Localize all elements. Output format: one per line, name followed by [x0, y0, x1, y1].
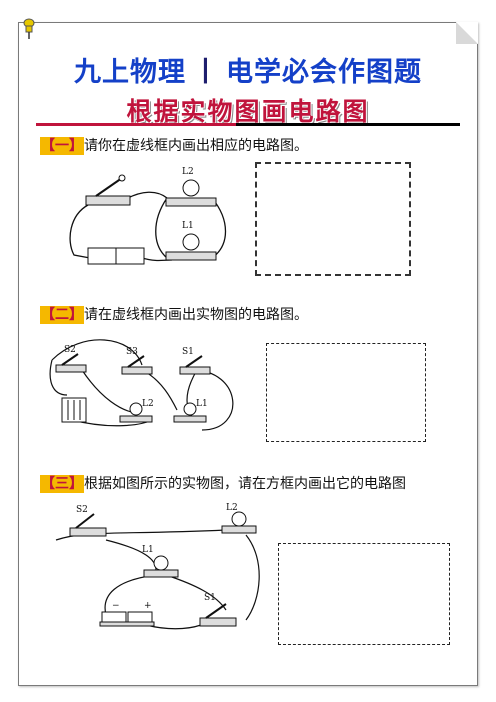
switch-s3: S3 — [121, 347, 153, 375]
question-2-text: 请在虚线框内画出实物图的电路图。 — [84, 307, 308, 323]
question-1-tag: 【一】 — [40, 137, 84, 155]
label-lamp-l2: L2 — [226, 503, 238, 513]
lamp-l1: L1 — [165, 221, 217, 261]
title-part1: 九上物理 — [74, 57, 186, 88]
question-3-circuit-diagram: S2 L2 L1 − + S1 — [55, 503, 260, 630]
title-separator: 丨 — [192, 57, 220, 88]
switch-s2: S2 — [69, 505, 107, 537]
switch-1 — [85, 174, 131, 206]
battery-pack — [87, 247, 145, 265]
label-lamp-l1: L1 — [142, 545, 154, 555]
worksheet-title: 九上物理丨电学必会作图题 — [0, 50, 496, 89]
lamp-l2: L2 — [221, 503, 257, 534]
label-lamp-l2: L2 — [142, 399, 154, 409]
label-switch-s2: S2 — [76, 505, 88, 515]
label-switch-s3: S3 — [126, 347, 138, 357]
worksheet-subtitle: 根据实物图画电路图 — [126, 97, 370, 126]
pushpin-icon — [23, 18, 35, 39]
title-divider — [36, 123, 460, 126]
question-2-answer-box[interactable] — [266, 343, 426, 442]
label-switch-s1: S1 — [182, 347, 194, 357]
label-switch-s1: S1 — [204, 593, 216, 603]
battery-pack: − + — [99, 601, 155, 627]
question-1-circuit-diagram: L2 L1 — [69, 167, 226, 265]
switch-s1: S1 — [199, 593, 237, 627]
lamp-l2: L2 — [119, 399, 154, 423]
question-3-text: 根据如图所示的实物图，请在方框内画出它的电路图 — [84, 476, 406, 492]
worksheet-page — [18, 22, 478, 686]
question-2-tag: 【二】 — [40, 306, 84, 324]
question-1-answer-box[interactable] — [255, 162, 411, 276]
label-battery-plus: + — [144, 601, 152, 611]
lamp-l2: L2 — [165, 167, 217, 207]
switch-s2: S2 — [55, 345, 87, 373]
question-2-prompt: 【二】请在虚线框内画出实物图的电路图。 — [40, 304, 308, 324]
label-switch-s2: S2 — [64, 345, 76, 355]
question-1-prompt: 【一】请你在虚线框内画出相应的电路图。 — [40, 135, 308, 155]
page-curl-corner — [456, 22, 478, 44]
question-1-text: 请你在虚线框内画出相应的电路图。 — [84, 138, 308, 154]
lamp-l1: L1 — [173, 399, 208, 423]
label-lamp-l1: L1 — [196, 399, 208, 409]
question-3-tag: 【三】 — [40, 475, 84, 493]
label-battery-minus: − — [112, 601, 120, 611]
switch-s1: S1 — [179, 347, 211, 375]
question-3-prompt: 【三】根据如图所示的实物图，请在方框内画出它的电路图 — [40, 473, 406, 493]
question-2-circuit-diagram: S2 S3 S1 L2 L1 — [49, 339, 234, 431]
lamp-l1: L1 — [142, 545, 179, 578]
label-lamp-l1: L1 — [182, 221, 194, 231]
battery-holder — [61, 397, 87, 423]
label-lamp-l2: L2 — [182, 167, 194, 177]
title-part2: 电学必会作图题 — [226, 57, 422, 88]
question-3-answer-box[interactable] — [278, 543, 450, 645]
